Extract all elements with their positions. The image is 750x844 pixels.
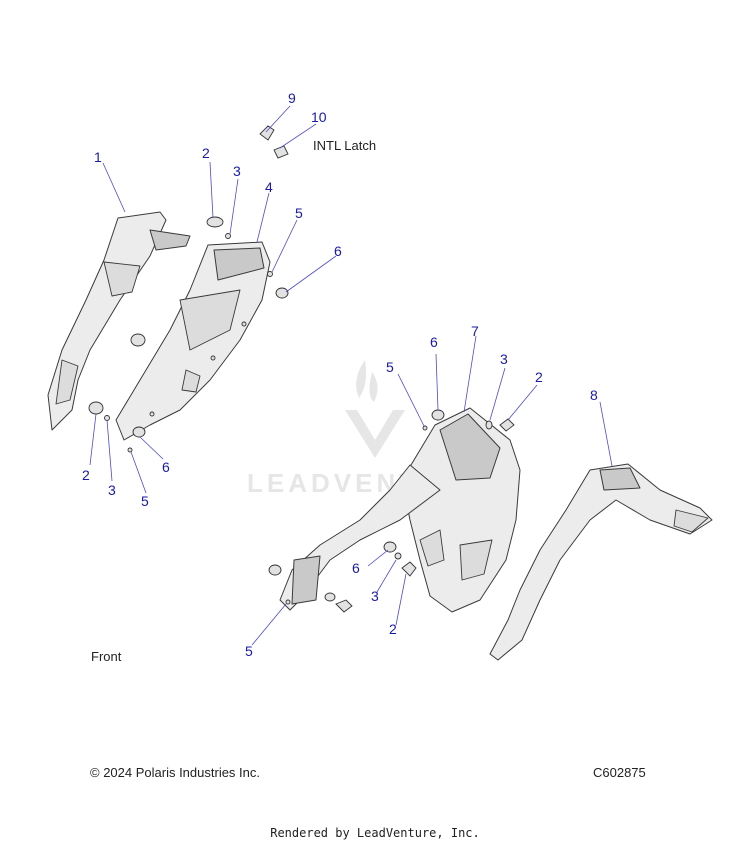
copyright-text: © 2024 Polaris Industries Inc. <box>90 765 260 780</box>
right-hardware <box>251 353 538 646</box>
part-1-side-panel[interactable] <box>47 162 191 431</box>
callout-5[interactable]: 5 <box>295 205 303 221</box>
callout-3[interactable]: 3 <box>500 351 508 367</box>
callout-6[interactable]: 6 <box>162 459 170 475</box>
diagram-code: C602875 <box>593 765 646 780</box>
callout-3[interactable]: 3 <box>108 482 116 498</box>
callout-6[interactable]: 6 <box>352 560 360 576</box>
callout-5[interactable]: 5 <box>245 643 253 659</box>
callout-2[interactable]: 2 <box>535 369 543 385</box>
callout-10[interactable]: 10 <box>311 109 327 125</box>
callout-2[interactable]: 2 <box>82 467 90 483</box>
callout-2[interactable]: 2 <box>389 621 397 637</box>
callout-5[interactable]: 5 <box>386 359 394 375</box>
callout-5[interactable]: 5 <box>141 493 149 509</box>
upper-left-hardware <box>88 105 337 494</box>
part-8-side-panel[interactable] <box>489 401 713 661</box>
front-label: Front <box>91 649 122 664</box>
callout-7[interactable]: 7 <box>471 323 479 339</box>
callout-6[interactable]: 6 <box>334 243 342 259</box>
intl-latch-label: INTL Latch <box>313 138 377 153</box>
part-4-inner-panel[interactable] <box>115 192 271 441</box>
part-7-front-panel[interactable] <box>279 335 521 613</box>
callout-2[interactable]: 2 <box>202 145 210 161</box>
callout-6[interactable]: 6 <box>430 334 438 350</box>
callout-3[interactable]: 3 <box>371 588 379 604</box>
callout-8[interactable]: 8 <box>590 387 598 403</box>
callout-4[interactable]: 4 <box>265 179 273 195</box>
callout-9[interactable]: 9 <box>288 90 296 106</box>
rendered-by-text: Rendered by LeadVenture, Inc. <box>270 826 480 840</box>
callout-3[interactable]: 3 <box>233 163 241 179</box>
callout-1[interactable]: 1 <box>94 149 102 165</box>
